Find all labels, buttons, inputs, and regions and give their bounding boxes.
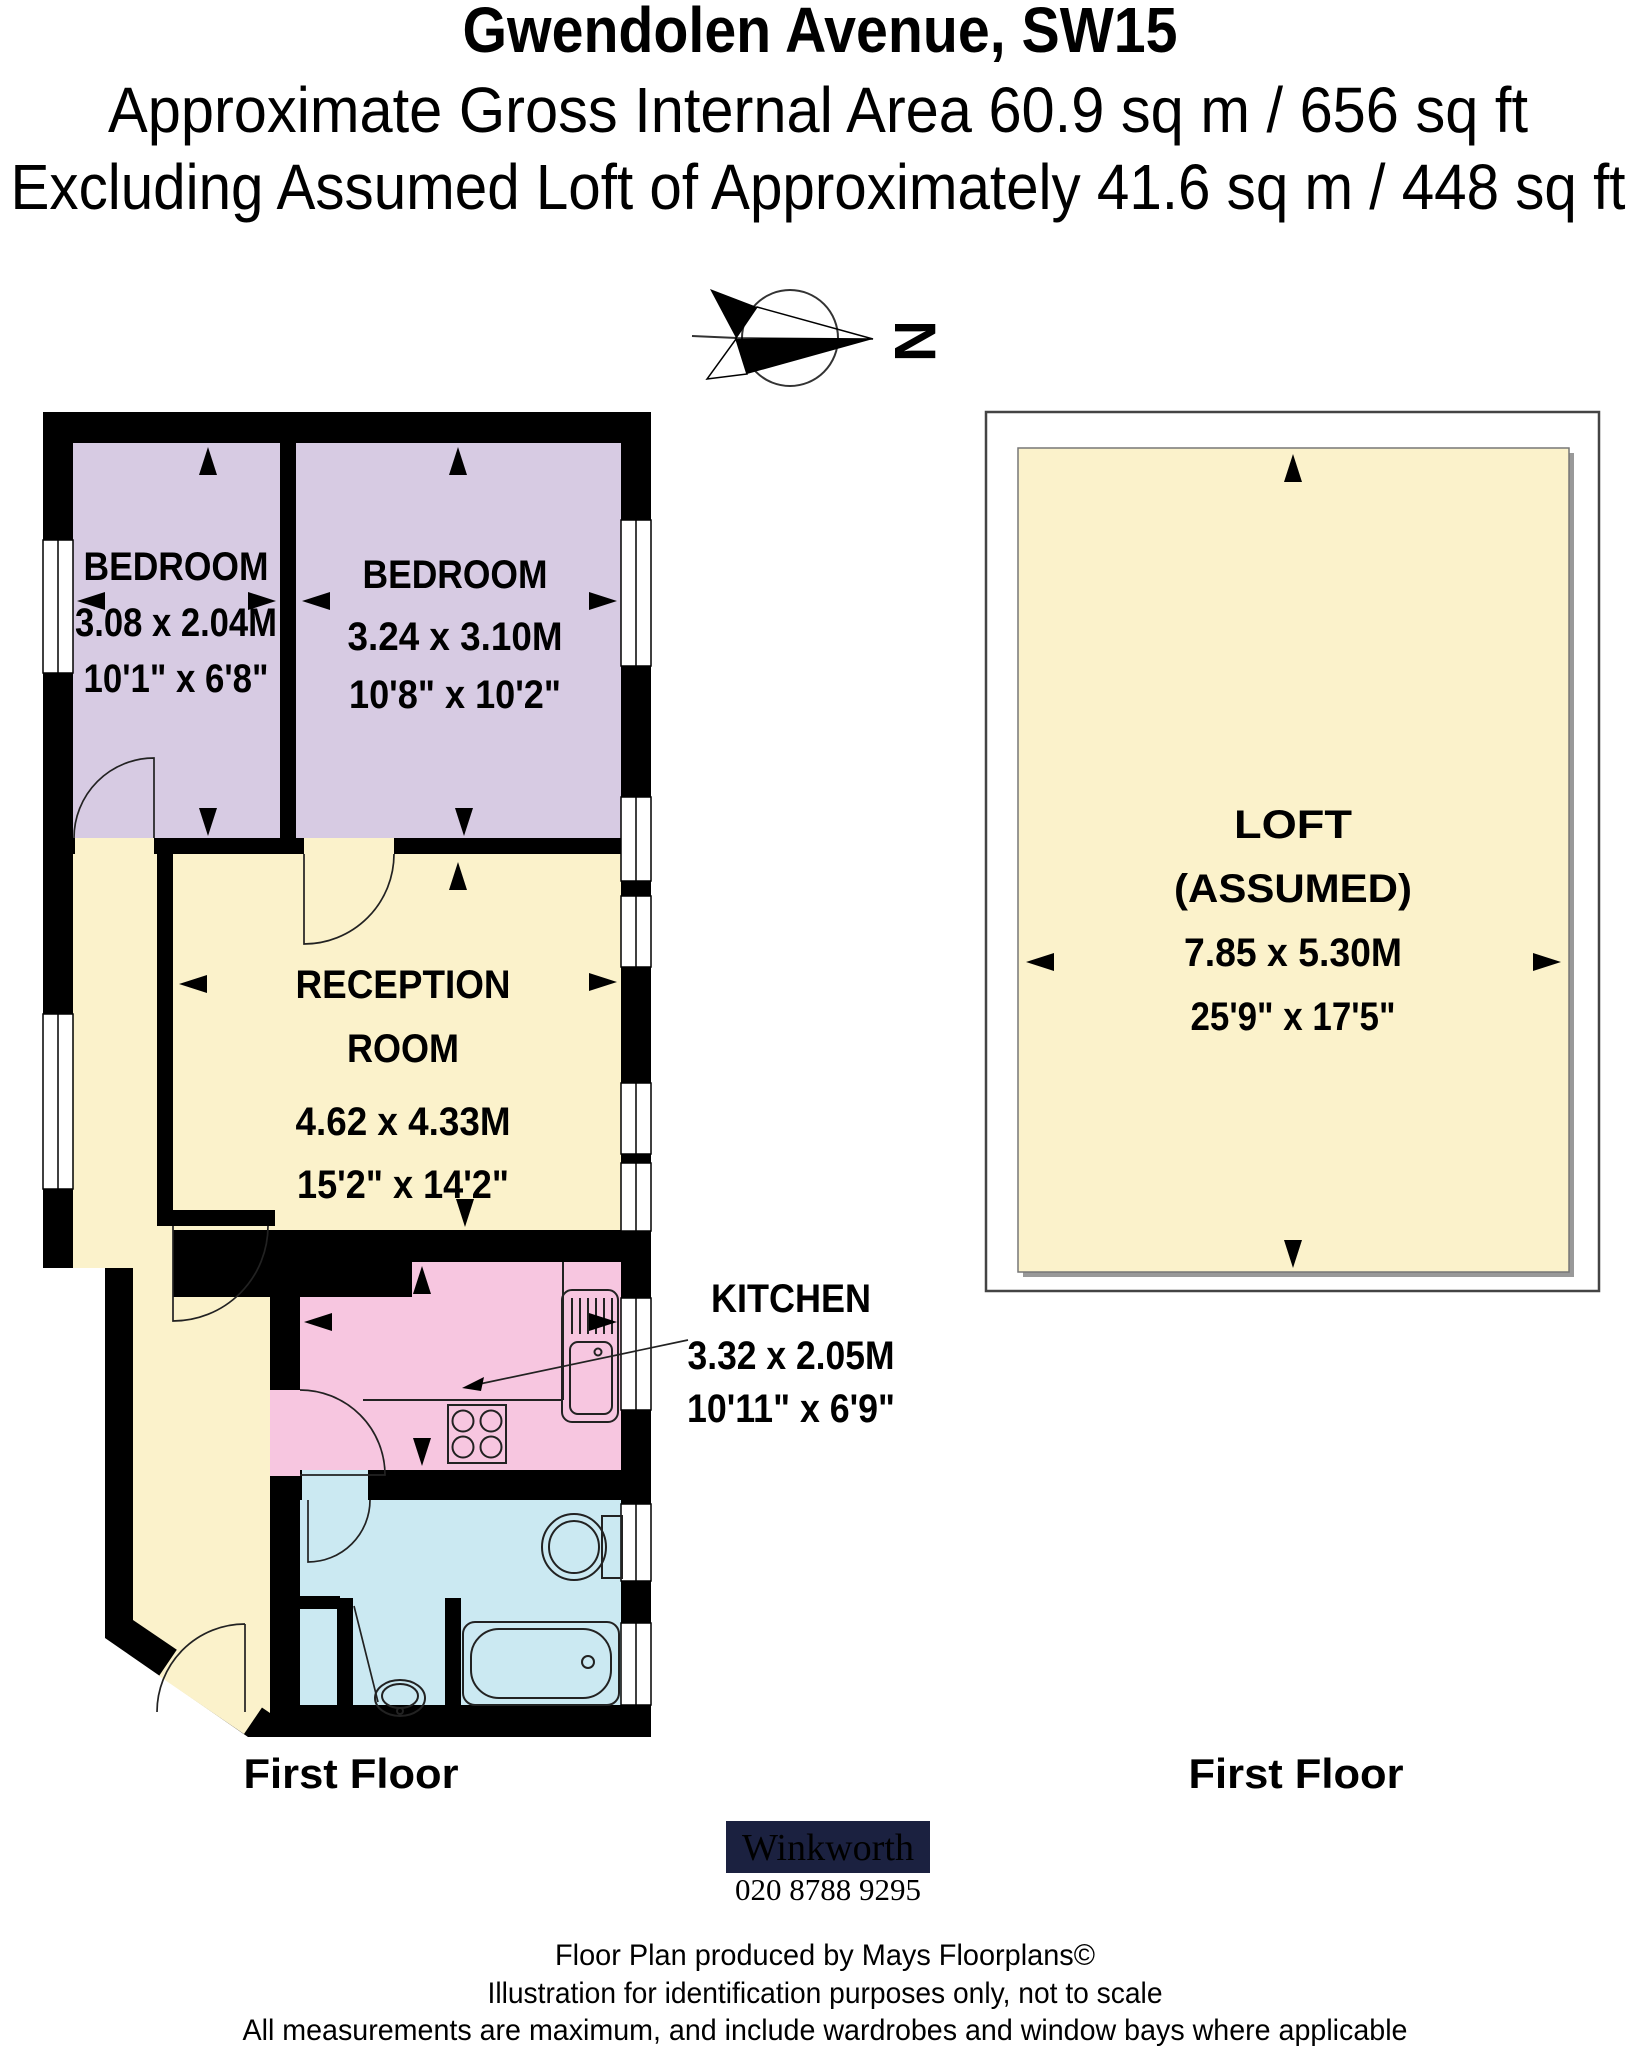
hallway-upper-floor bbox=[73, 854, 157, 1268]
door-arc-bedroom-right bbox=[303, 853, 395, 945]
wall-partition-bathroom-2 bbox=[445, 1598, 461, 1705]
room-loft-floor bbox=[1017, 447, 1570, 1273]
bedroom-left-imperial: 10'1" x 6'8" bbox=[84, 657, 269, 701]
agency-logo-box bbox=[726, 1821, 930, 1873]
agency-logo: Winkworth bbox=[726, 1821, 930, 1873]
first-floor-caption-left: First Floor bbox=[244, 1750, 459, 1797]
wall-stub-reception bbox=[157, 1210, 275, 1226]
gross-area-line: Approximate Gross Internal Area 60.9 sq … bbox=[108, 74, 1528, 146]
door-opening-reception bbox=[157, 1226, 173, 1322]
compass-north-label: N bbox=[882, 320, 947, 362]
first-floor-plan: BEDROOM 3.08 x 2.04M 10'1" x 6'8" BEDROO… bbox=[42, 412, 895, 1797]
page-title: Gwendolen Avenue, SW15 bbox=[463, 0, 1178, 66]
dimension-arrows-loft bbox=[1026, 454, 1561, 1268]
bathroom-inner-door-leaf bbox=[353, 1605, 379, 1703]
agency-name: Winkworth bbox=[742, 1827, 914, 1869]
hallway-lower-floor bbox=[133, 1268, 270, 1713]
bedroom-right-metric: 3.24 x 3.10M bbox=[348, 615, 563, 659]
loft-metric: 7.85 x 5.30M bbox=[1184, 931, 1402, 975]
kitchen-metric: 3.32 x 2.05M bbox=[688, 1334, 895, 1378]
bedroom-left-name: BEDROOM bbox=[84, 545, 269, 589]
wall-partition-bathroom-1 bbox=[337, 1598, 353, 1705]
door-arc-bedroom-left bbox=[73, 757, 155, 839]
loft-exclusion-line: Excluding Assumed Loft of Approximately … bbox=[11, 151, 1626, 223]
footer-line-3: All measurements are maximum, and includ… bbox=[243, 2014, 1408, 2047]
kitchen-leader-line bbox=[462, 1339, 689, 1391]
bedroom-right-imperial: 10'8" x 10'2" bbox=[349, 673, 561, 717]
wall-stub-bathroom bbox=[300, 1596, 340, 1609]
door-opening-entrance bbox=[159, 1648, 263, 1734]
door-arc-entrance bbox=[156, 1623, 246, 1713]
loft-name-1: LOFT bbox=[1234, 803, 1352, 847]
bedroom-right-name: BEDROOM bbox=[363, 553, 548, 597]
first-floor-caption-right: First Floor bbox=[1189, 1750, 1404, 1797]
hob-icon bbox=[447, 1404, 507, 1464]
loft-name-2: (ASSUMED) bbox=[1174, 867, 1412, 911]
windows-right-wall bbox=[620, 519, 652, 1706]
windows-left-wall bbox=[42, 539, 74, 1190]
room-bedroom-right-floor bbox=[296, 443, 621, 838]
bedroom-left-metric: 3.08 x 2.04M bbox=[75, 601, 277, 645]
kitchen-name: KITCHEN bbox=[711, 1277, 871, 1321]
room-reception-floor bbox=[173, 854, 621, 1230]
footer-line-2: Illustration for identification purposes… bbox=[488, 1977, 1163, 2010]
reception-imperial: 15'2" x 14'2" bbox=[297, 1163, 509, 1207]
door-arc-bathroom bbox=[307, 1499, 371, 1563]
footer-line-1: Floor Plan produced by Mays Floorplans© bbox=[555, 1939, 1095, 1972]
room-kitchen-floor bbox=[300, 1262, 621, 1470]
loft-imperial: 25'9" x 17'5" bbox=[1191, 995, 1396, 1039]
dimension-arrows-first-floor bbox=[77, 447, 617, 1466]
agency-phone: 020 8788 9295 bbox=[735, 1872, 921, 1907]
door-opening-bedroom-left bbox=[75, 838, 154, 854]
door-arc-reception bbox=[172, 1225, 269, 1322]
door-opening-bedroom-right bbox=[304, 838, 394, 854]
basin-icon bbox=[374, 1679, 426, 1717]
door-arc-kitchen bbox=[299, 1389, 386, 1476]
kitchen-imperial: 10'11" x 6'9" bbox=[687, 1387, 895, 1431]
bathtub-icon bbox=[462, 1621, 620, 1706]
reception-name-2: ROOM bbox=[347, 1027, 459, 1071]
reception-metric: 4.62 x 4.33M bbox=[296, 1100, 511, 1144]
north-compass-icon: N bbox=[691, 289, 947, 387]
reception-name-1: RECEPTION bbox=[296, 963, 511, 1007]
toilet-icon bbox=[541, 1513, 623, 1581]
door-opening-kitchen bbox=[270, 1390, 300, 1476]
loft-plan: LOFT (ASSUMED) 7.85 x 5.30M 25'9" x 17'5… bbox=[984, 410, 1601, 1797]
